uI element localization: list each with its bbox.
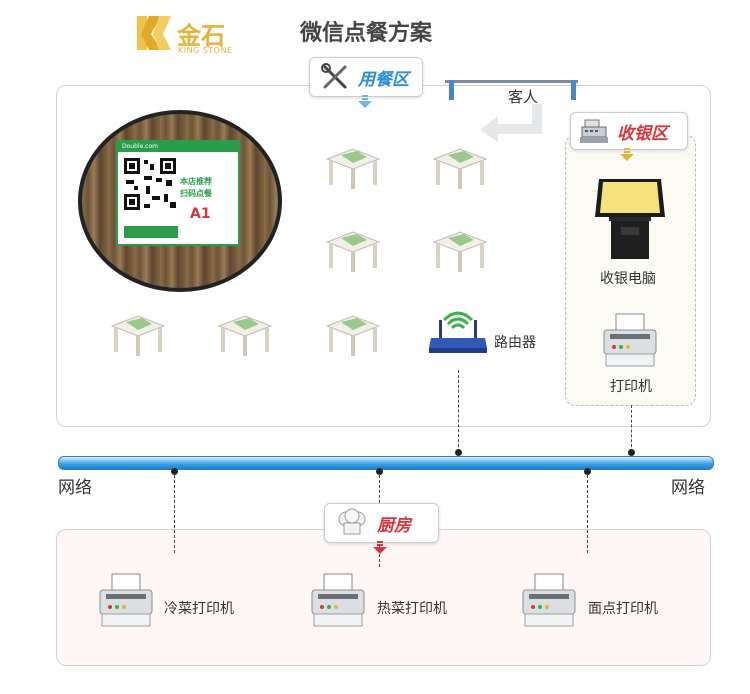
kitchen-zone-label: 厨房 bbox=[377, 515, 411, 536]
table-icon bbox=[325, 231, 381, 272]
qr-card-table-number: A1 bbox=[190, 206, 211, 222]
table-icon bbox=[325, 315, 381, 356]
kitchen-down-arrow-icon bbox=[373, 541, 387, 554]
utensils-icon bbox=[321, 63, 347, 89]
network-node bbox=[628, 449, 635, 456]
qr-card-line2: 扫码点餐 bbox=[180, 189, 212, 198]
kitchen-printer-label: 面点打印机 bbox=[588, 601, 658, 617]
table-icon bbox=[432, 231, 488, 272]
printer-icon bbox=[522, 573, 576, 627]
qr-code-closeup: Double.com 本店推荐 扫码点餐 A1 bbox=[78, 110, 282, 292]
brand-logo-icon bbox=[137, 16, 171, 50]
table-icon bbox=[325, 148, 381, 189]
cashier-pc-label: 收银电脑 bbox=[600, 271, 656, 287]
kitchen-area-panel bbox=[56, 529, 711, 666]
table-icon bbox=[217, 315, 273, 356]
dining-down-arrow-icon bbox=[358, 95, 372, 108]
network-node bbox=[584, 468, 591, 475]
kitchen-printer-label: 热菜打印机 bbox=[377, 601, 447, 617]
kitchen-printer-label: 冷菜打印机 bbox=[164, 601, 234, 617]
network-node bbox=[171, 468, 178, 475]
cashier-network-link bbox=[631, 405, 632, 452]
kitchen-link-pastry bbox=[587, 475, 588, 553]
entrance-post-left bbox=[449, 80, 454, 100]
qr-card-footer bbox=[124, 226, 178, 238]
pos-terminal-icon bbox=[595, 179, 665, 259]
cashier-zone-badge: 收银区 bbox=[570, 112, 688, 150]
qr-code-icon bbox=[122, 156, 178, 212]
wifi-router-icon bbox=[429, 311, 487, 353]
entrance-bar bbox=[445, 80, 578, 83]
kitchen-zone-badge: 厨房 bbox=[324, 503, 439, 543]
cashier-zone-label: 收银区 bbox=[617, 123, 668, 144]
cashier-down-arrow-icon bbox=[620, 148, 634, 161]
brand-sub: KING STONE bbox=[178, 46, 233, 55]
brand-name: 金石 bbox=[177, 22, 225, 50]
router-network-link bbox=[458, 370, 459, 452]
page-title: 微信点餐方案 bbox=[300, 21, 433, 46]
qr-card-line1: 本店推荐 bbox=[180, 177, 212, 186]
network-label-left: 网络 bbox=[58, 478, 92, 498]
network-bus bbox=[58, 456, 714, 470]
network-node bbox=[376, 468, 383, 475]
customer-arrow-icon bbox=[480, 104, 542, 142]
printer-icon bbox=[603, 313, 657, 367]
table-icon bbox=[432, 148, 488, 189]
dining-zone-badge: 用餐区 bbox=[309, 57, 423, 97]
kitchen-link-cold bbox=[174, 475, 175, 553]
brand-logo: 金石 KING STONE bbox=[133, 10, 243, 56]
network-label-right: 网络 bbox=[671, 478, 705, 498]
printer-icon bbox=[311, 573, 365, 627]
qr-card: Double.com 本店推荐 扫码点餐 A1 bbox=[116, 140, 240, 246]
cash-register-icon bbox=[580, 119, 608, 143]
network-node bbox=[455, 449, 462, 456]
qr-card-header: Double.com bbox=[118, 142, 238, 152]
cashier-printer-label: 打印机 bbox=[610, 379, 652, 395]
entrance-post-right bbox=[571, 80, 576, 100]
router-label: 路由器 bbox=[494, 335, 536, 351]
printer-icon bbox=[99, 573, 153, 627]
customer-label: 客人 bbox=[508, 88, 539, 106]
dining-zone-label: 用餐区 bbox=[358, 69, 409, 90]
table-icon bbox=[110, 315, 166, 356]
chef-hat-icon bbox=[338, 508, 366, 535]
